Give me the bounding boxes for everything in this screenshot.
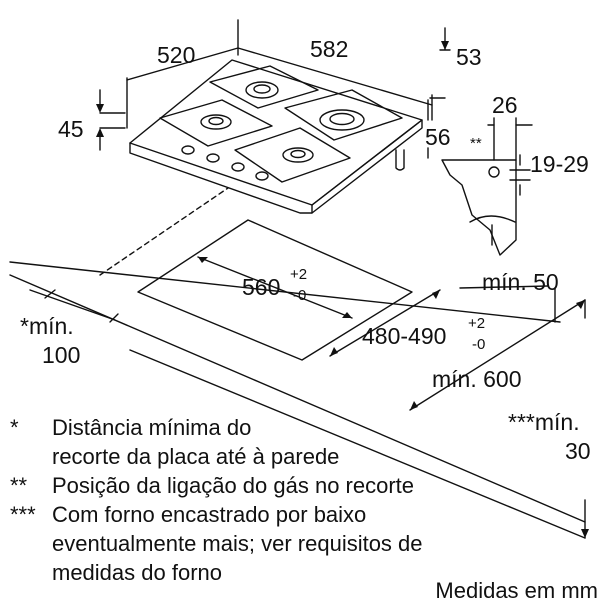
hob-dimension-lines [99,19,451,159]
legend-note-3: *** Com forno encastrado por baixo eventu… [10,500,423,587]
dimension-53: 53 [456,44,482,70]
burner-front-left-cap [208,116,224,126]
burner-rear-right [319,109,365,131]
dimension-min-50: mín. 50 [482,269,559,295]
pan-support-rear-right [284,89,403,141]
gas-connection-point [488,166,500,178]
cutout-width-tol-minus: -0 [293,287,306,304]
cutout-drawing [137,219,586,411]
control-knob-1 [181,145,195,155]
legend-text-1b: recorte da placa até à parede [52,444,340,469]
dimension-arrowheads [96,41,589,538]
legend-text-3b: eventualmente mais; ver requisitos de [52,531,423,556]
pan-support-rear-left [209,65,319,109]
dimension-min-600: mín. 600 [432,366,522,392]
cutout-width-value: 560 [242,274,280,300]
control-knob-4 [255,171,269,181]
hob-right-edge [311,119,423,214]
pan-support-front-right [234,127,351,183]
legend-text-3c: medidas do forno [52,560,222,585]
cutout-width-tol-plus: +2 [290,266,307,283]
control-knob-3 [231,162,245,172]
dimension-min-100-value: 100 [42,342,80,368]
hob-front-edge [129,142,313,214]
cutout-depth-tol-minus: -0 [472,336,485,353]
burner-rear-left-cap [253,84,271,94]
dimension-min-100-label: *mín. [20,313,74,339]
dimension-520: 520 [157,42,195,68]
control-knob-2 [206,153,220,163]
cutout-depth-tol-plus: +2 [468,315,485,332]
hob-drawing [129,59,423,214]
cutout-outline [137,219,413,361]
legend-text-2a: Posição da ligação do gás no recorte [52,473,415,498]
legend-mark-1: * [10,415,19,440]
gas-connector [395,149,405,171]
legend-mark-2: ** [10,473,28,498]
burner-rear-right-cap [329,112,355,126]
legend-text-3a: Com forno encastrado por baixo [52,502,367,527]
legend-mark-3: *** [10,502,36,527]
dimension-19-29: 19-29 [530,151,589,177]
burner-front-right-cap [290,149,306,159]
burner-rear-left [245,81,279,99]
gas-connection-mark: ** [470,135,482,152]
dimension-582: 582 [310,36,348,62]
hob-top-surface [129,59,423,206]
dimension-45: 45 [58,116,84,142]
burner-front-right [282,147,314,163]
pan-support-front-left [159,99,273,147]
cutout-depth-value: 480-490 [362,323,446,349]
units-note: Medidas em mm [435,578,598,603]
dimension-26: 26 [492,92,518,118]
dimension-56: 56 [425,124,451,150]
legend-note-1: * Distância mínima do recorte da placa at… [10,413,339,471]
burner-front-left [200,114,232,130]
dimension-min-30-label: ***mín. [508,409,580,435]
section-detail [441,117,533,256]
legend-text-1a: Distância mínima do [52,415,252,440]
dimension-min-30-value: 30 [565,438,591,464]
legend-note-2: ** Posição da ligação do gás no recorte [10,471,414,500]
